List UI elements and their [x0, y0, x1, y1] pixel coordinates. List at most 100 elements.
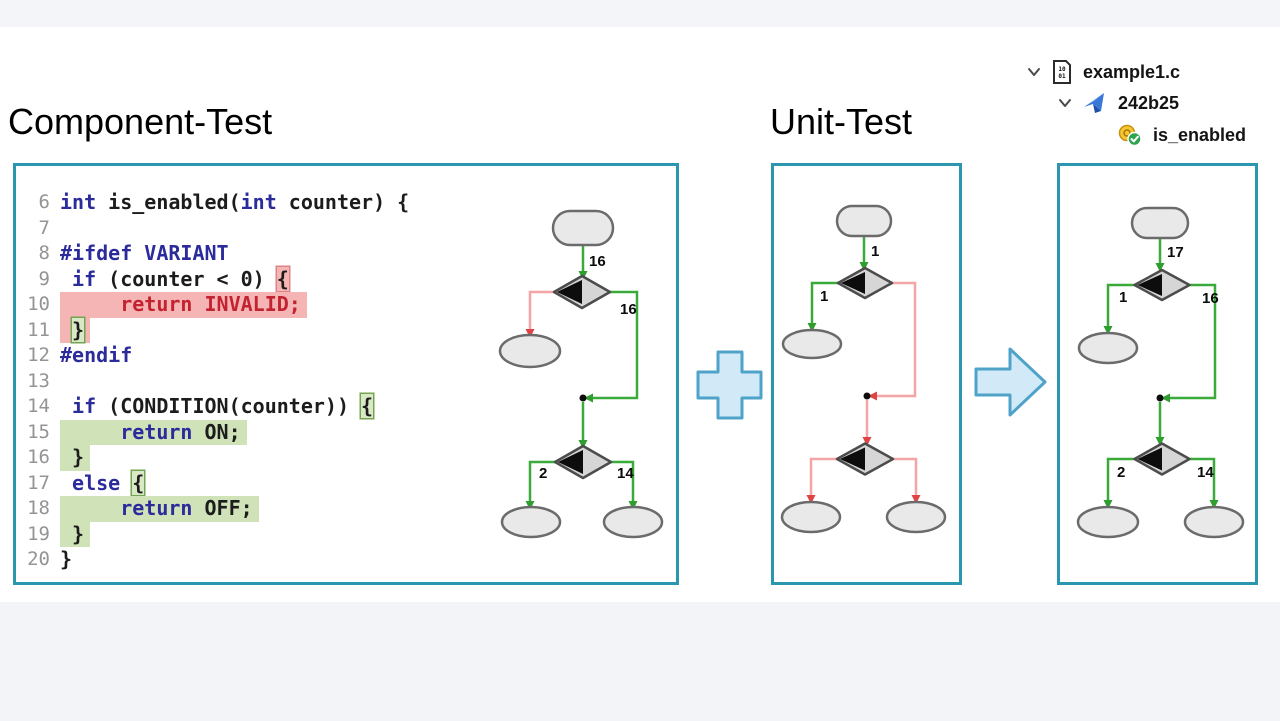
flow-edge [611, 460, 635, 504]
top-band [0, 0, 1280, 27]
svg-text:01: 01 [1058, 73, 1066, 80]
chevron-down-icon[interactable] [1027, 67, 1041, 77]
terminal-node [500, 505, 562, 539]
flow-arrowhead [806, 495, 816, 504]
terminal-node [602, 505, 664, 539]
execution-count-label: 16 [1202, 290, 1219, 307]
flow-arrowhead [862, 437, 872, 446]
start-node [1130, 206, 1190, 240]
decision-node-wedge [1137, 274, 1162, 296]
code-line: 9 if (counter < 0) { [16, 266, 446, 293]
line-number: 10 [27, 293, 50, 315]
execution-count-label: 2 [1117, 464, 1125, 481]
tree-item-label: example1.c [1083, 61, 1181, 82]
chevron-down-icon[interactable] [1058, 98, 1072, 108]
unit-test-heading: Unit-Test [770, 101, 913, 142]
merged-result-panel: 17 1 16 2 14 [1057, 163, 1258, 585]
flow-arrowhead [525, 501, 535, 510]
line-number: 20 [27, 548, 50, 570]
decision-node-wedge [841, 272, 865, 294]
flow-arrowhead [911, 495, 921, 504]
start-node [835, 204, 893, 238]
line-number: 6 [38, 191, 50, 213]
execution-count-label: 16 [589, 253, 606, 270]
execution-count-label: 14 [1197, 464, 1214, 481]
line-number: 13 [27, 369, 50, 392]
arrow-right-icon [974, 347, 1047, 417]
code-line: 14 if (CONDITION(counter)) { [16, 394, 446, 420]
code-line: 12#endif [16, 343, 446, 369]
flow-arrowhead [807, 323, 817, 332]
function-passed-icon [1118, 124, 1142, 146]
code-line: 13 [16, 369, 446, 395]
junction-dot [863, 392, 871, 400]
flow-arrowhead [1155, 437, 1165, 446]
code-line: 10 return INVALID; [16, 292, 446, 318]
flow-arrowhead [1209, 500, 1219, 509]
tree-item-label: 242b25 [1118, 92, 1180, 113]
flow-edge [528, 290, 554, 332]
line-number: 18 [27, 497, 50, 519]
tree-item-label: is_enabled [1153, 124, 1247, 145]
code-line: 7 [16, 216, 446, 242]
flow-arrowhead [859, 262, 869, 271]
flow-edge [893, 457, 918, 498]
svg-text:10: 10 [1058, 66, 1066, 73]
tree-item-example1-c[interactable]: 10 01 example1.c [1027, 60, 1180, 84]
start-node [551, 209, 615, 247]
flow-arrowhead [584, 393, 593, 403]
flow-edge [590, 290, 639, 400]
code-line: 18 return OFF; [16, 496, 446, 522]
unit-test-flowchart: 11 [780, 204, 947, 534]
flow-edge [1106, 283, 1134, 329]
code-line: 8#ifdef VARIANT [16, 241, 446, 267]
execution-count-label: 17 [1167, 244, 1184, 261]
flow-edge [809, 457, 837, 498]
line-number: 19 [27, 522, 50, 545]
line-number: 16 [27, 446, 50, 468]
terminal-node [781, 328, 843, 360]
execution-count-label: 1 [1119, 289, 1127, 306]
c-file-icon: 10 01 [1053, 60, 1071, 84]
component-test-heading: Component-Test [8, 101, 273, 142]
terminal-node [780, 500, 842, 534]
decision-node-wedge [557, 280, 582, 304]
code-line: 17 else { [16, 470, 446, 497]
flow-edge [1167, 283, 1217, 400]
plus-icon [696, 350, 763, 420]
line-number: 17 [27, 471, 50, 494]
decision-node-wedge [840, 447, 865, 471]
flow-edge [528, 460, 555, 504]
terminal-node [1077, 331, 1139, 365]
execution-count-label: 14 [617, 465, 634, 482]
terminal-node [885, 500, 947, 534]
flow-arrowhead [578, 440, 588, 449]
line-number: 8 [38, 242, 50, 264]
flow-arrowhead [525, 329, 535, 338]
flow-arrowhead [1103, 500, 1113, 509]
flow-arrowhead [628, 501, 638, 510]
flow-arrowhead [1103, 326, 1113, 335]
execution-count-label: 1 [820, 288, 828, 305]
line-number: 7 [38, 216, 50, 239]
tree-item-is-enabled[interactable]: is_enabled [1118, 124, 1246, 146]
code-line: 15 return ON; [16, 419, 446, 445]
junction-dot [579, 394, 587, 402]
flow-edge [810, 281, 838, 326]
decision-node-wedge [558, 450, 583, 474]
tree-item-242b25[interactable]: 242b25 [1058, 92, 1179, 114]
flow-edge [1190, 457, 1216, 503]
code-line: 19 } [16, 521, 446, 547]
flow-arrowhead [1161, 393, 1170, 403]
merged-result-flowchart: 17 1 16 2 14 [1076, 206, 1245, 539]
terminal-node [1183, 505, 1245, 539]
terminal-node [498, 333, 562, 369]
line-number: 12 [27, 344, 50, 366]
code-line: 20} [16, 547, 446, 573]
test-object-icon [1084, 93, 1104, 113]
